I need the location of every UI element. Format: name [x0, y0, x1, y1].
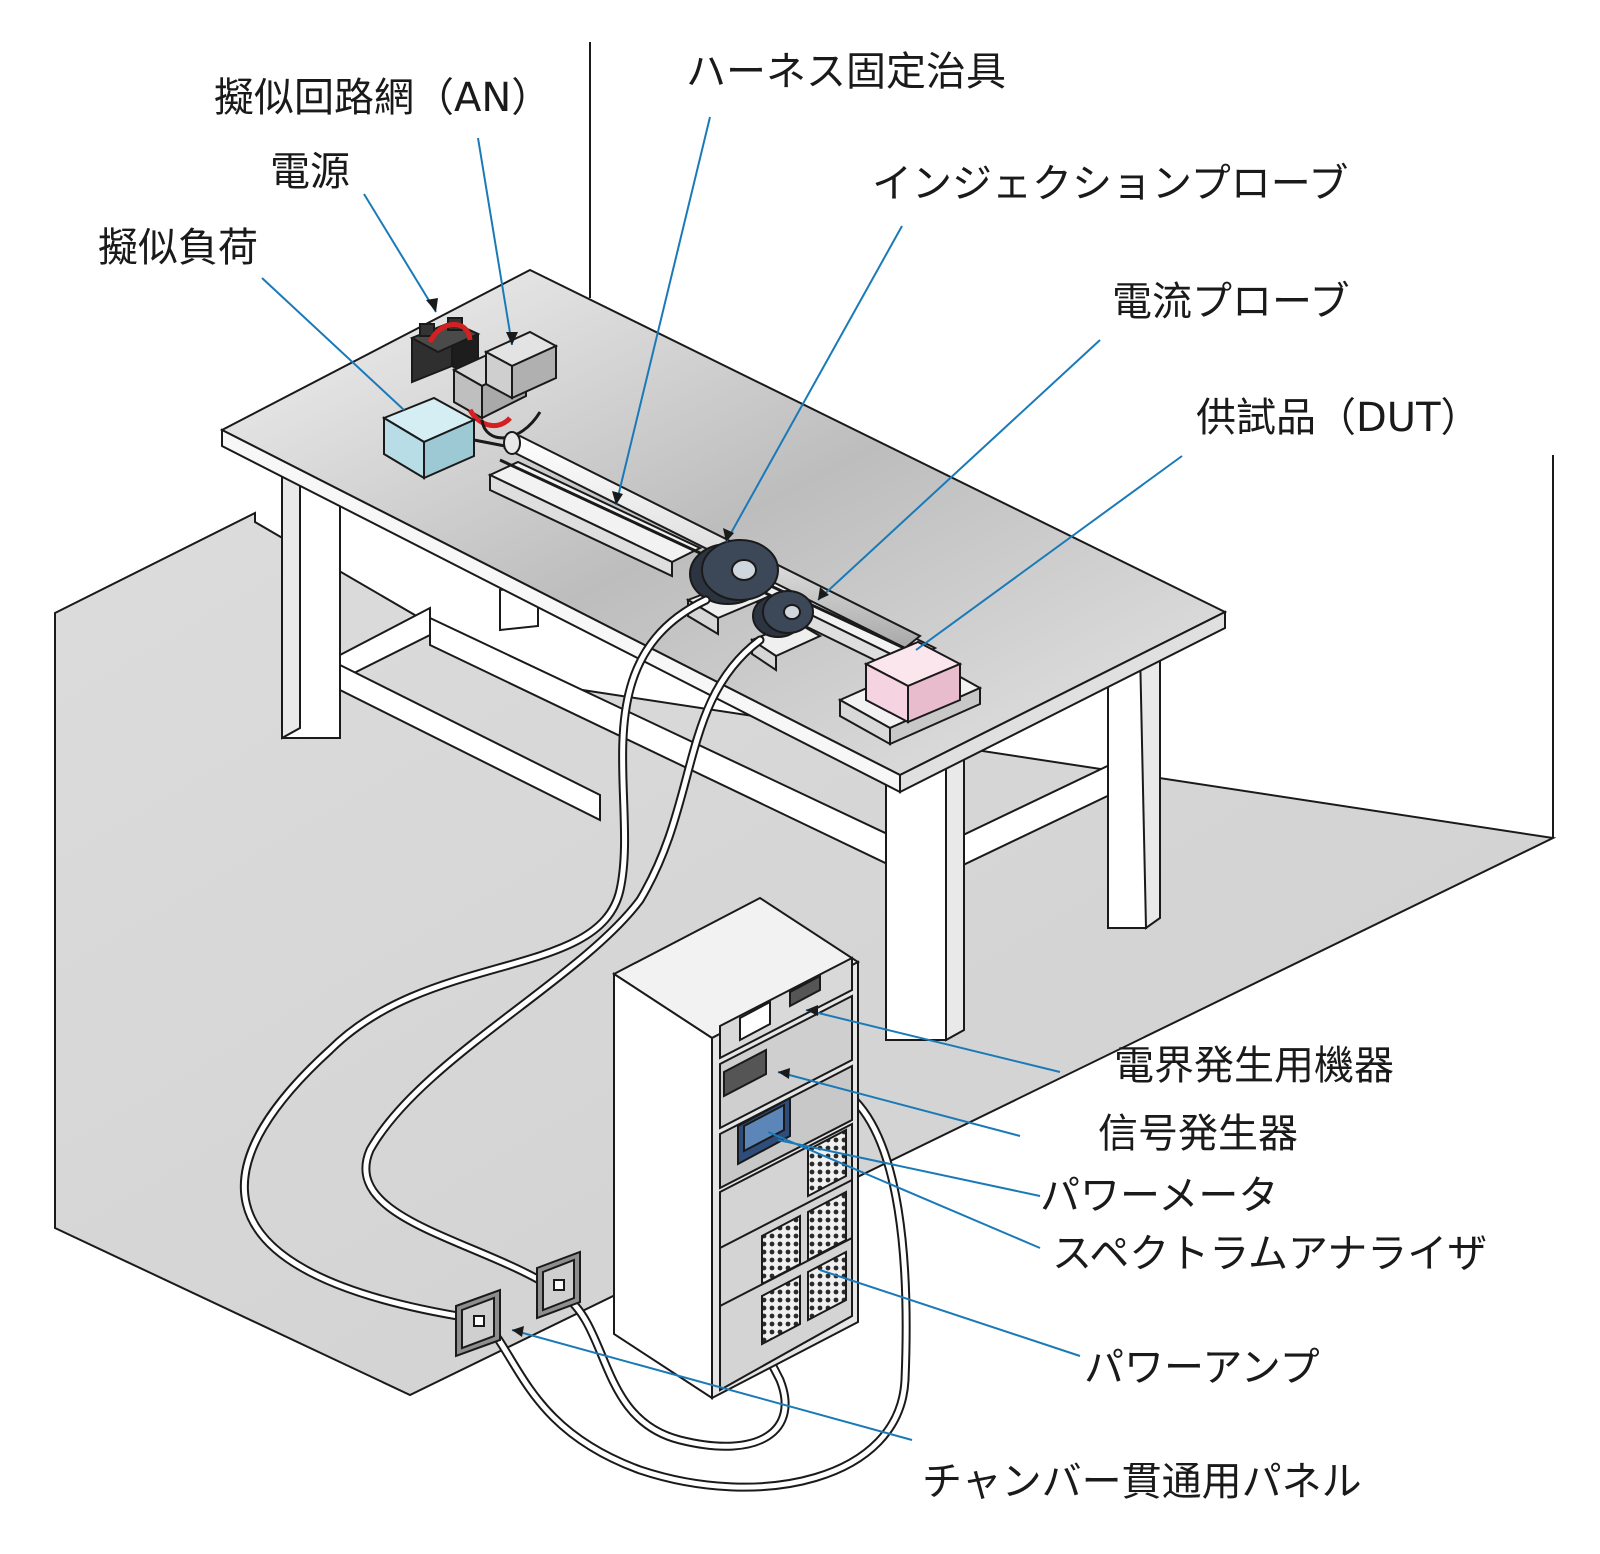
current-probe-ring [749, 590, 823, 672]
load-box [381, 396, 477, 480]
label-amp: パワーアンプ [1084, 1345, 1320, 1391]
table-equipment [381, 317, 983, 746]
label-fixture: ハーネス固定治具 [686, 49, 1006, 95]
dut-box [837, 640, 983, 746]
label-an: 擬似回路網（AN） [214, 75, 552, 121]
injection-probe-ring [685, 539, 779, 636]
leader-lines [261, 116, 1183, 1441]
label-current: 電流プローブ [1112, 279, 1350, 325]
label-panel: チャンバー貫通用パネル [922, 1459, 1362, 1505]
label-load: 擬似負荷 [98, 225, 258, 271]
label-dut: 供試品（DUT） [1196, 395, 1481, 441]
label-power: 電源 [270, 149, 350, 195]
label-spectrum: スペクトラムアナライザ [1052, 1231, 1488, 1277]
power-meter-face [719, 994, 853, 1130]
label-efield: 電界発生用機器 [1114, 1043, 1394, 1089]
label-siggen: 信号発生器 [1098, 1111, 1298, 1157]
pass-through-panel [455, 1250, 581, 1358]
equipment-rack [612, 896, 860, 1400]
leader-arrowheads [426, 298, 829, 1337]
label-injection: インジェクションプローブ [872, 161, 1349, 207]
an-box [451, 330, 559, 420]
label-powermeter: パワーメータ [1040, 1173, 1279, 1219]
